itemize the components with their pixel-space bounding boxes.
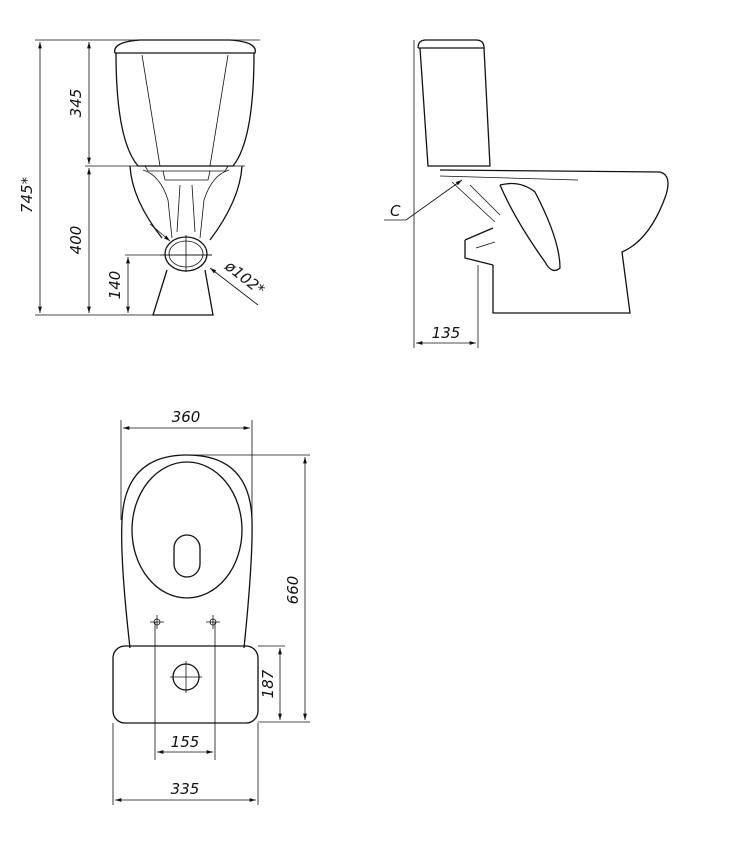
dim-tank-width: 335 [171, 780, 200, 798]
bowl-side [439, 169, 669, 314]
pedestal [152, 269, 214, 316]
top-view: 360 660 187 155 335 [112, 408, 310, 805]
outlet-side [464, 227, 494, 266]
dim-tank-height: 345 [67, 89, 85, 118]
bowl-opening [131, 461, 243, 599]
tank-body [115, 52, 255, 167]
tank-lid [114, 39, 256, 54]
dim-bowl-height: 400 [67, 226, 85, 255]
dim-hole-spacing: 155 [171, 733, 200, 751]
dim-overall-height: 745* [18, 176, 36, 213]
callout-c: C [390, 202, 401, 220]
dim-outlet-diameter: ø102* [221, 256, 269, 299]
dim-outlet-height: 140 [106, 271, 124, 300]
side-view: C 135 [384, 39, 669, 348]
bowl-outline-top [121, 454, 253, 649]
tank-side [417, 39, 491, 167]
dim-width: 360 [172, 408, 201, 426]
tank-top [112, 645, 259, 724]
dim-length: 660 [284, 576, 302, 605]
bowl-drain [173, 534, 201, 578]
front-view: 745* 345 400 140 ø102* [18, 39, 269, 316]
bowl-body [129, 165, 243, 241]
dim-tank-depth: 187 [259, 669, 277, 698]
dim-outlet-offset: 135 [432, 324, 461, 342]
